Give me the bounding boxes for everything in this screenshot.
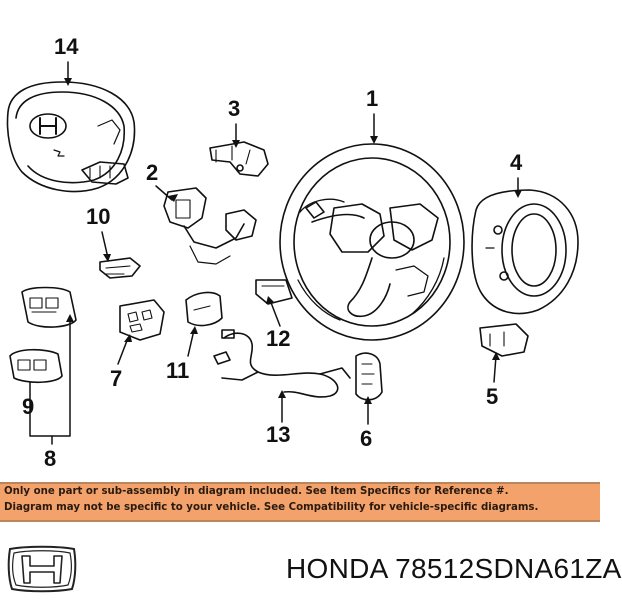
disclaimer-line-1: Only one part or sub-assembly in diagram… [4, 486, 509, 497]
callout-2: 2 [146, 160, 159, 185]
callout-6: 6 [360, 426, 373, 451]
callout-13: 13 [266, 422, 291, 447]
callout-8: 8 [44, 446, 57, 471]
switch-part-7 [119, 299, 165, 341]
callout-1: 1 [366, 86, 379, 111]
honda-h-logo-icon [7, 545, 77, 593]
callout-3: 3 [228, 96, 241, 121]
disclaimer-line-2: Diagram may not be specific to your vehi… [4, 502, 539, 513]
switch-assembly-part-8a [21, 286, 77, 328]
brand-name: HONDA [286, 553, 388, 584]
switch-assembly-part-3 [209, 141, 269, 177]
steering-wheel-exploded-diagram [6, 61, 579, 445]
callout-10: 10 [86, 204, 111, 229]
callout-9: 9 [22, 394, 35, 419]
part-number: 78512SDNA61ZA [395, 553, 622, 584]
switch-cover-part-11 [185, 291, 223, 327]
bracket-part-10 [99, 257, 141, 279]
switch-assembly-part-9 [9, 348, 63, 384]
callout-14: 14 [54, 34, 79, 59]
steering-wheel-part-1 [279, 143, 465, 341]
trim-piece-part-12 [255, 279, 293, 305]
part-title: HONDA 78512SDNA61ZA [286, 553, 622, 585]
cable-reel-part-2 [163, 187, 257, 265]
switch-part-6 [355, 352, 383, 401]
disclaimer-banner: Only one part or sub-assembly in diagram… [0, 482, 600, 522]
wire-harness-part-13 [213, 329, 351, 398]
callout-7: 7 [110, 366, 123, 391]
callout-4: 4 [510, 150, 523, 175]
callout-arrowheads [64, 78, 522, 404]
callout-leader-lines [29, 61, 519, 445]
switch-part-5 [479, 323, 529, 357]
callout-12: 12 [266, 326, 291, 351]
callout-11: 11 [166, 358, 190, 383]
airbag-module-part-14 [6, 81, 136, 193]
steering-cover-part-4 [471, 189, 579, 315]
callout-5: 5 [486, 384, 499, 409]
